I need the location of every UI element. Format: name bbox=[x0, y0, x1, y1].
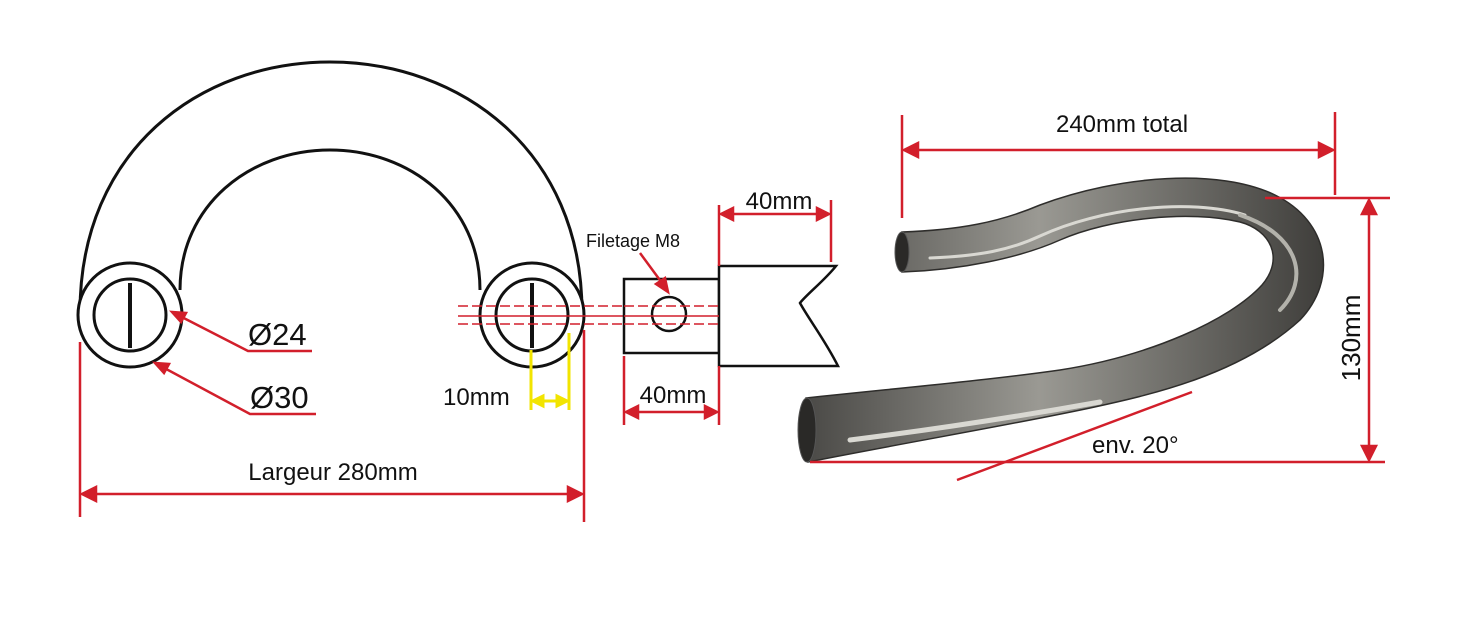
tube-end-dimension bbox=[717, 200, 833, 266]
right-tube-section bbox=[478, 261, 586, 369]
width-dimension bbox=[78, 330, 586, 522]
label-tube-end: 40mm bbox=[746, 188, 813, 215]
angle-line bbox=[956, 390, 1193, 482]
thread-arrow bbox=[653, 275, 670, 295]
length-dimension bbox=[900, 112, 1337, 218]
height-arrow-top bbox=[1359, 197, 1379, 216]
offset-arrow-left bbox=[529, 393, 545, 409]
tube-stub bbox=[717, 264, 841, 368]
label-insert: 40mm bbox=[640, 382, 707, 409]
inner-arc bbox=[178, 148, 482, 291]
label-d24: Ø24 bbox=[248, 317, 307, 352]
label-thread: Filetage M8 bbox=[586, 231, 680, 251]
label-angle: env. 20° bbox=[1092, 432, 1179, 459]
arrow-d30 bbox=[151, 361, 172, 376]
tube-body bbox=[805, 177, 1325, 463]
leader-d30 bbox=[154, 361, 316, 416]
tube-highlight-top bbox=[928, 205, 1247, 260]
tube-end-bottom bbox=[797, 397, 817, 463]
tube-highlight-bottom bbox=[847, 399, 1103, 443]
tube-end-arrow-right bbox=[815, 205, 832, 223]
loop-outline bbox=[78, 60, 584, 313]
thread-leader bbox=[638, 252, 670, 295]
width-arrow-left bbox=[79, 484, 98, 504]
label-length: 240mm total bbox=[1056, 111, 1188, 138]
label-offset: 10mm bbox=[443, 384, 510, 411]
height-arrow-bottom bbox=[1359, 444, 1379, 463]
offset-arrow-right bbox=[555, 393, 571, 409]
tube-highlight-bend bbox=[1238, 213, 1299, 312]
leader-d24 bbox=[171, 310, 312, 353]
insert-axis bbox=[624, 305, 719, 325]
insert-drawing bbox=[622, 264, 841, 368]
diameter-leaders bbox=[151, 310, 316, 416]
outer-arc bbox=[78, 60, 584, 313]
offset-dimension bbox=[529, 333, 571, 410]
length-arrow-left bbox=[901, 140, 920, 160]
label-height: 130mm bbox=[1336, 295, 1366, 382]
label-width: Largeur 280mm bbox=[248, 459, 417, 486]
bent-tube bbox=[797, 177, 1325, 463]
insert-dimension bbox=[622, 356, 721, 425]
arrow-d24 bbox=[168, 310, 189, 325]
tube-end-top bbox=[894, 231, 910, 273]
tube-end-arrow-left bbox=[718, 205, 735, 223]
insert-arrow-right bbox=[703, 403, 720, 421]
height-dimension bbox=[810, 196, 1390, 464]
left-tube-section bbox=[76, 261, 184, 369]
thread-hole bbox=[650, 295, 688, 333]
label-d30: Ø30 bbox=[250, 380, 309, 415]
width-arrow-right bbox=[566, 484, 585, 504]
insert-arrow-left bbox=[623, 403, 640, 421]
length-arrow-right bbox=[1317, 140, 1336, 160]
